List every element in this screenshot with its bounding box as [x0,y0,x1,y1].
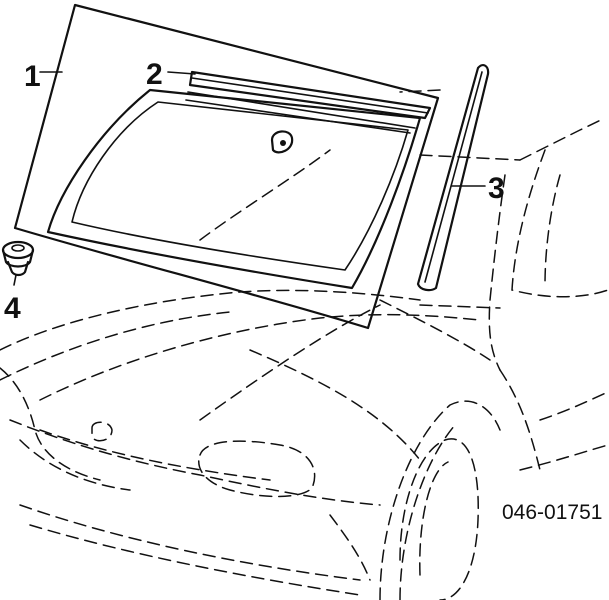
callout-part-2: 2 [146,58,163,91]
top-moulding-part-2 [185,70,432,134]
windshield-glass-part-1 [13,3,440,330]
leader-line-4 [13,274,17,286]
callout-part-1: 1 [24,60,41,93]
leader-line-2 [167,71,196,75]
callout-part-3: 3 [488,172,505,205]
leader-lines [13,71,486,286]
clip-fastener-part-4 [1,240,35,277]
diagram-reference-code: 046-01751 [502,501,602,524]
side-moulding-part-3 [416,64,490,292]
mirror-mount-hole [280,140,286,146]
car-body-outline [0,89,609,600]
callout-part-4: 4 [4,292,21,325]
